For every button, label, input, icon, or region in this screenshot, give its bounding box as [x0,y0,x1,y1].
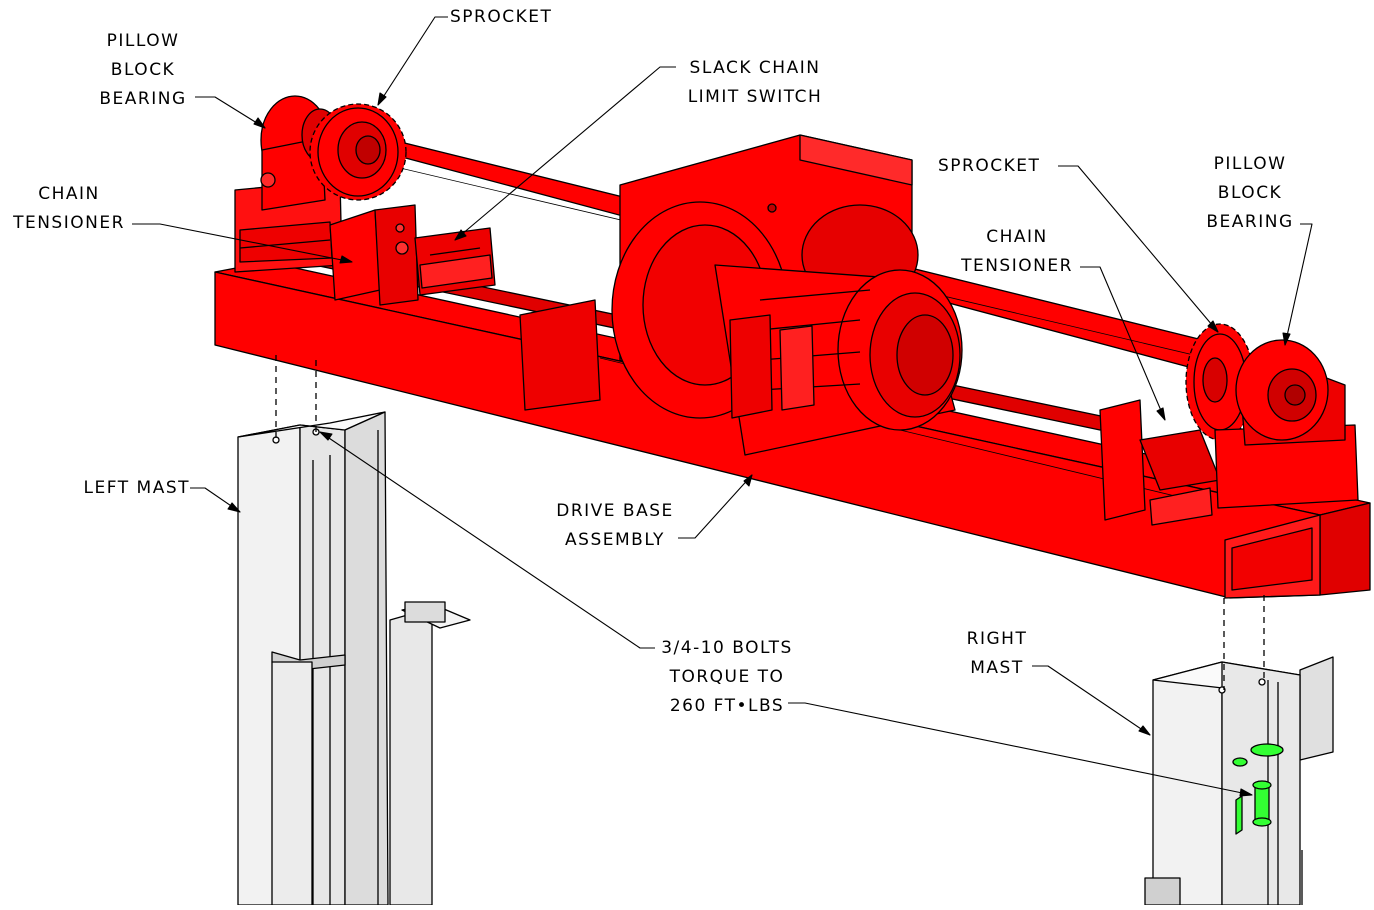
callout-chain-tensioner-right: CHAIN TENSIONER [952,223,1082,281]
callout-line: TENSIONER [961,256,1073,276]
callout-line: SPROCKET [938,156,1041,176]
motor [714,264,963,456]
callout-line: SLACK CHAIN [689,58,821,78]
right-mast [1144,656,1334,906]
callout-left-mast: LEFT MAST [60,474,190,503]
callout-line: TORQUE TO [669,667,785,687]
callout-line: 260 FT•LBS [669,696,785,716]
callout-line: LEFT MAST [83,478,190,498]
callout-sprocket-left: SPROCKET [450,3,552,32]
callout-line: BLOCK [1217,183,1283,203]
callout-line: 3/4-10 BOLTS [661,638,793,658]
callout-chain-tensioner-left: CHAIN TENSIONER [4,180,134,238]
callout-line: PILLOW [1213,154,1287,174]
callout-line: RIGHT [966,629,1028,649]
callout-right-mast: RIGHT MAST [952,625,1042,683]
callout-bolts: 3/4-10 BOLTS TORQUE TO 260 FT•LBS [652,634,802,721]
callout-line: BEARING [99,89,187,109]
left-mast [237,411,471,906]
callout-slack-chain-limit-switch: SLACK CHAIN LIMIT SWITCH [670,54,840,112]
callout-line: BLOCK [110,60,176,80]
callout-line: BEARING [1206,212,1294,232]
callout-line: PILLOW [106,31,180,51]
callout-line: CHAIN [986,227,1048,247]
right-chain-tensioner [1099,399,1221,526]
right-pillow-block [1214,339,1359,509]
slack-chain-limit-switch [414,227,496,296]
left-sprocket [309,103,407,201]
callout-line: DRIVE BASE [556,501,674,521]
right-sprocket [1185,323,1255,441]
callout-line: ASSEMBLY [565,530,665,550]
left-chain-tensioner [329,204,419,306]
callout-line: MAST [970,658,1024,678]
callout-drive-base-assembly: DRIVE BASE ASSEMBLY [545,497,685,555]
callout-pillow-block-right: PILLOW BLOCK BEARING [1192,150,1308,237]
callout-line: TENSIONER [13,213,125,233]
callout-sprocket-right: SPROCKET [938,152,1040,181]
callout-line: LIMIT SWITCH [687,87,823,107]
callout-line: CHAIN [38,184,100,204]
leader-lines [132,16,1313,797]
callout-line: SPROCKET [450,7,553,27]
alignment-lines [275,355,1265,690]
callout-pillow-block-left: PILLOW BLOCK BEARING [88,27,198,114]
